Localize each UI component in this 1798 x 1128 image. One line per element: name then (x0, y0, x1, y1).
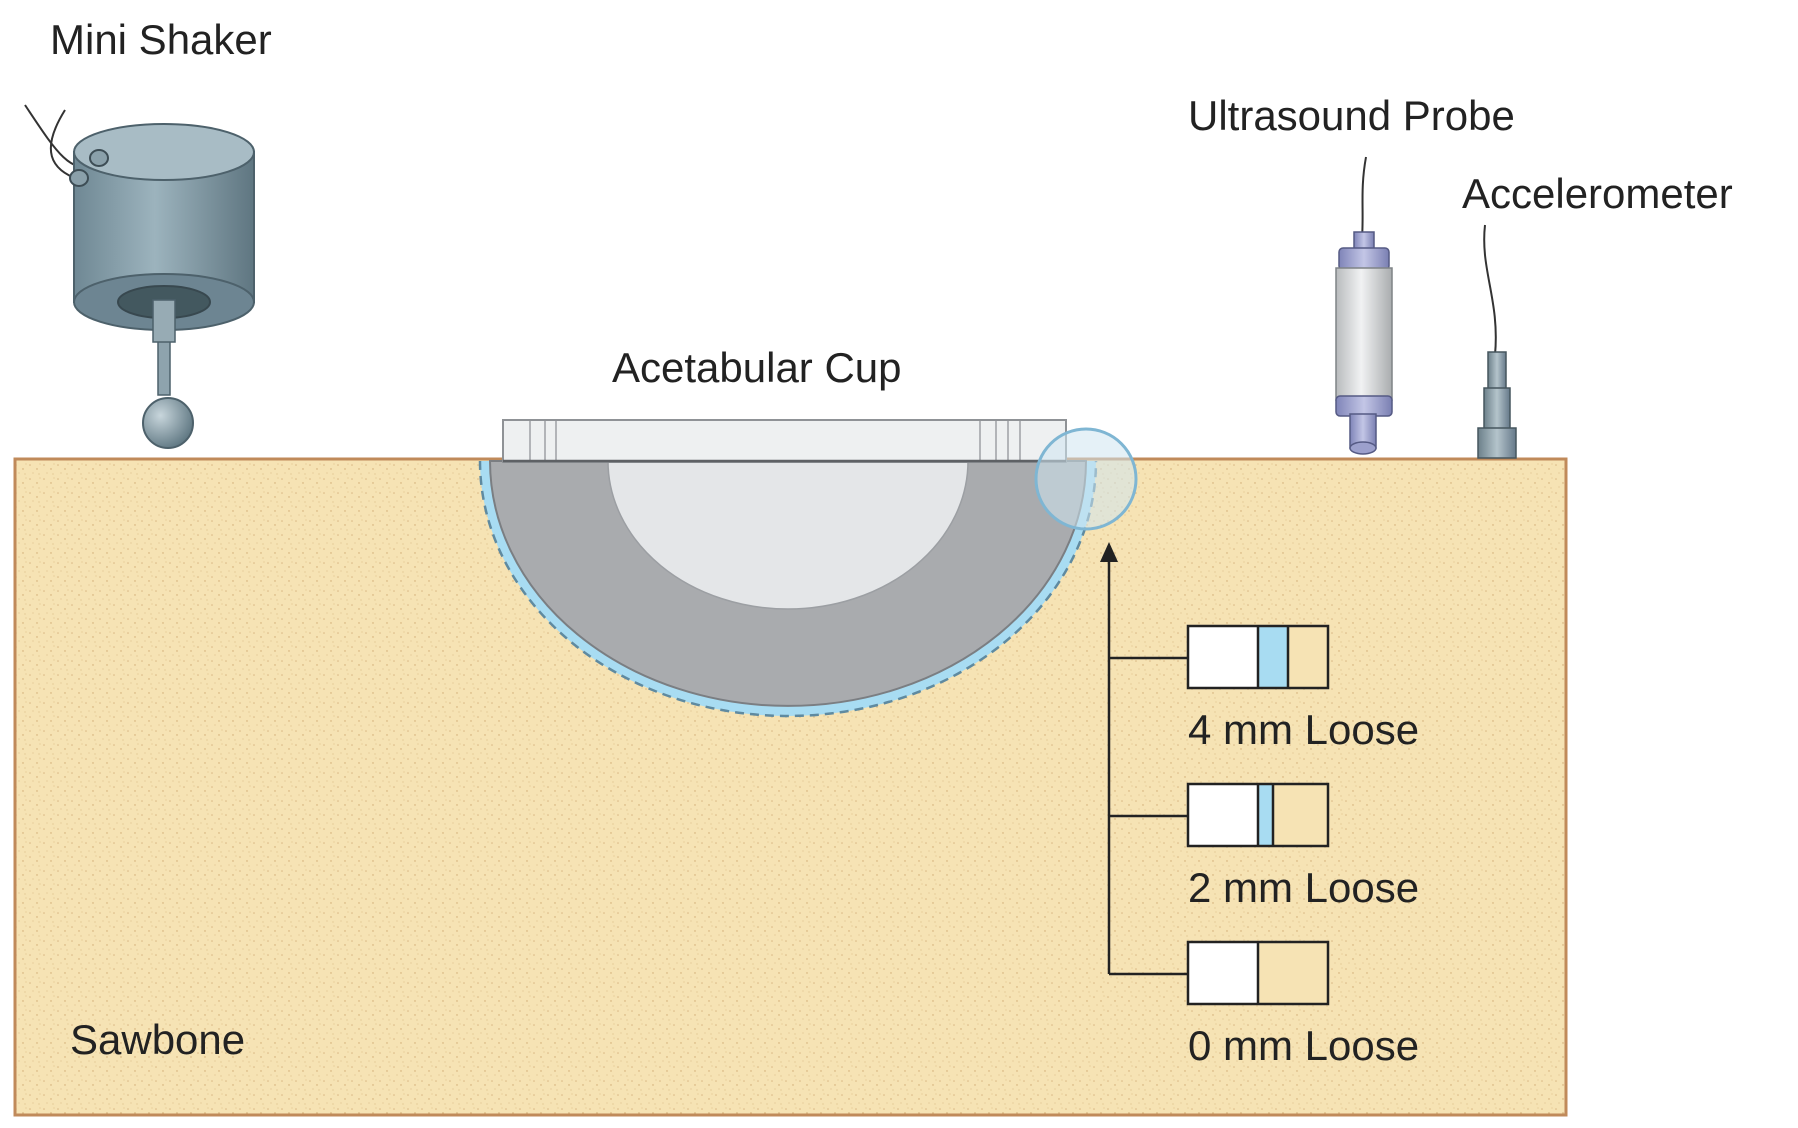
loose-level-insets: 4 mm Loose 2 mm Loose 0 mm Loose (1186, 624, 1419, 1069)
inset-frame (1186, 940, 1330, 1006)
shaker-tip-ball (142, 397, 194, 449)
accelerometer-cable (1483, 224, 1497, 356)
inset-bone-side (1273, 784, 1328, 846)
accelerometer-body (1483, 387, 1511, 433)
probe-cable (1361, 156, 1367, 239)
acetabular-cup (478, 419, 1098, 718)
inset-cup-side (1188, 784, 1258, 846)
shaker-top (73, 123, 255, 181)
inset-frame (1186, 782, 1330, 848)
accelerometer-base (1477, 427, 1517, 459)
cup-liner (607, 460, 969, 610)
mini-shaker (24, 104, 255, 449)
loose-inset-0mm: 0 mm Loose (1186, 940, 1419, 1069)
mini-shaker-label: Mini Shaker (50, 16, 272, 63)
inset-cup-side (1188, 626, 1258, 688)
inset-bone-side (1258, 942, 1328, 1004)
loose-level-label: 0 mm Loose (1188, 1022, 1419, 1069)
acetabular-cup-label: Acetabular Cup (612, 344, 902, 391)
arrow-head (1100, 542, 1118, 562)
loose-inset-2mm: 2 mm Loose (1186, 782, 1419, 911)
loose-level-label: 2 mm Loose (1188, 864, 1419, 911)
inset-gap (1258, 784, 1273, 846)
inset-gap (1258, 626, 1288, 688)
inset-frame (1186, 624, 1330, 690)
ultrasound-probe (1335, 156, 1393, 455)
inset-cup-side (1188, 942, 1258, 1004)
ultrasound-probe-label: Ultrasound Probe (1188, 92, 1515, 139)
shaker-port (69, 169, 89, 187)
inset-connectors (1100, 542, 1188, 976)
probe-cap (1338, 247, 1390, 271)
accelerometer (1477, 224, 1517, 459)
detail-magnifier (1034, 427, 1138, 531)
loose-level-label: 4 mm Loose (1188, 706, 1419, 753)
inset-bone-side (1288, 626, 1328, 688)
shaker-port (89, 149, 109, 167)
cup-rim (502, 419, 1067, 463)
loose-inset-4mm: 4 mm Loose (1186, 624, 1419, 753)
accelerometer-label: Accelerometer (1462, 170, 1733, 217)
sawbone-label: Sawbone (70, 1016, 245, 1063)
cavity-outline (478, 460, 1098, 718)
probe-body (1335, 267, 1393, 401)
